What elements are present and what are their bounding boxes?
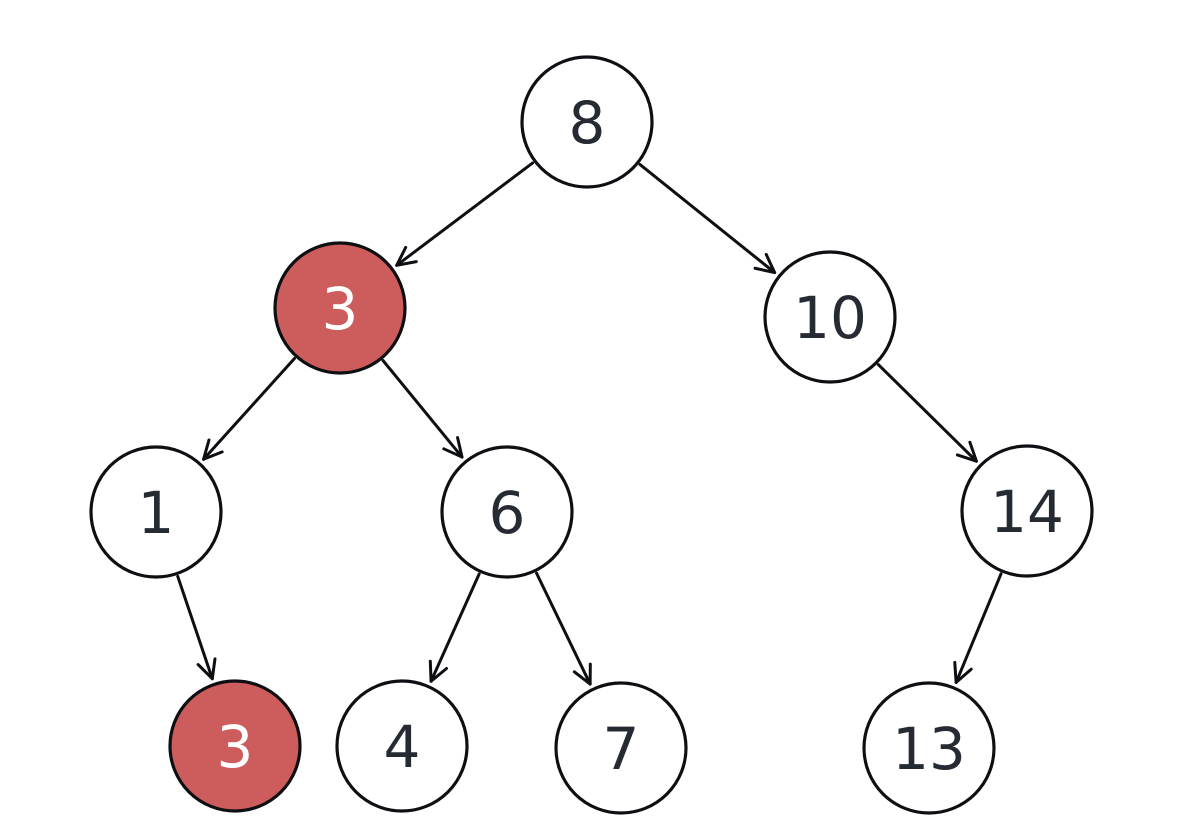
node-circle-highlighted [273,241,407,375]
node-circle [440,445,574,579]
node-label: 7 [603,715,640,783]
node-circle-highlighted [168,679,302,813]
edge-n14-n13 [953,572,1003,684]
tree-node-n8: 8 [520,55,654,189]
node-label: 6 [489,479,526,547]
arrowhead-icon [202,438,224,461]
node-label: 13 [892,715,966,783]
node-label: 14 [990,478,1064,546]
node-label: 3 [322,275,359,343]
node-circle [335,679,469,813]
edge-n10-n14 [876,363,978,463]
edge-n6-n4 [428,572,481,683]
node-circle [554,681,688,815]
edge-n8-n10 [638,163,777,275]
tree-node-n10: 10 [763,250,897,384]
node-circle [763,250,897,384]
tree-node-n14: 14 [960,444,1094,578]
arrowhead-icon [196,657,217,681]
edge-n3-n1 [202,356,296,461]
node-circle [89,445,223,579]
edge-n1-n3b [176,574,217,681]
edge-n6-n7 [535,571,592,686]
node-circle [960,444,1094,578]
tree-node-n6: 6 [440,445,574,579]
tree-node-n3b: 3 [168,679,302,813]
node-label: 3 [217,713,254,781]
node-label: 10 [793,284,867,352]
edge-n8-n3 [395,161,535,267]
edges-layer [176,161,1003,686]
node-circle [520,55,654,189]
arrowhead-icon [953,660,973,684]
node-label: 4 [384,713,421,781]
tree-node-n4: 4 [335,679,469,813]
arrowhead-icon [753,252,777,275]
node-circle [862,681,996,815]
arrowhead-icon [955,440,978,463]
nodes-layer: 8 3 10 1 6 14 3 4 7 13 [89,55,1094,815]
arrowhead-icon [572,662,592,686]
tree-node-n1: 1 [89,445,223,579]
tree-node-n3: 3 [273,241,407,375]
arrowhead-icon [428,659,449,683]
tree-node-n7: 7 [554,681,688,815]
arrowhead-icon [395,245,418,267]
edge-n3-n6 [381,359,464,459]
node-label: 1 [138,479,175,547]
arrowhead-icon [442,436,464,459]
node-label: 8 [569,89,606,157]
tree-node-n13: 13 [862,681,996,815]
